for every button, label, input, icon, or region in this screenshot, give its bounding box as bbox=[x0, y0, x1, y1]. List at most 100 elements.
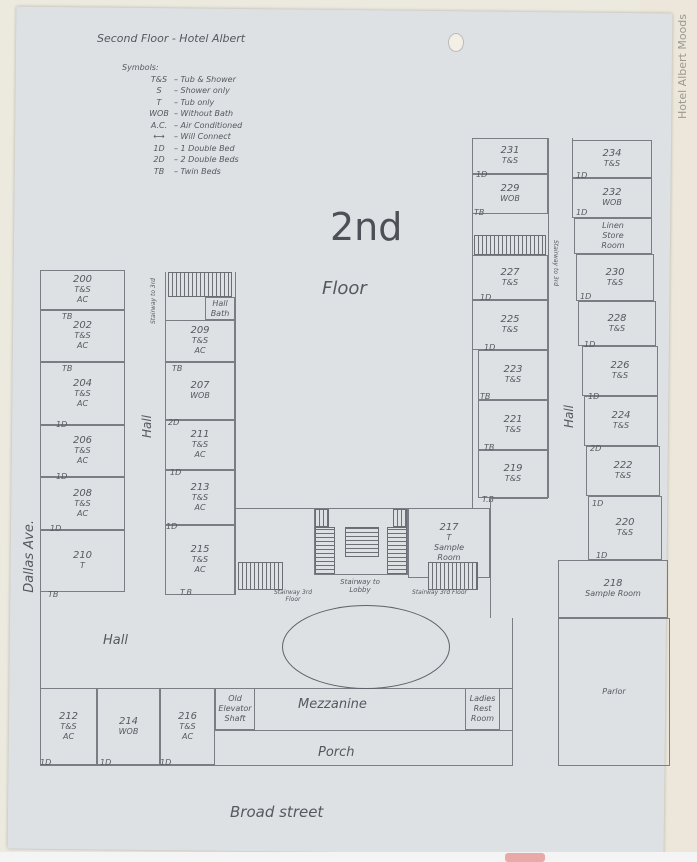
room-feature: Room bbox=[601, 241, 625, 250]
room-number: 229 bbox=[500, 183, 520, 194]
legend-item: ⟷– Will Connect bbox=[144, 131, 242, 143]
legend-meaning: – Tub only bbox=[174, 97, 215, 107]
bed-label: 1D bbox=[592, 499, 604, 508]
room-feature: T&S bbox=[504, 474, 522, 483]
room-feature: Shaft bbox=[224, 714, 246, 723]
room-number: 218 bbox=[603, 578, 623, 589]
room-feature: T&S bbox=[191, 440, 209, 449]
wall bbox=[235, 272, 236, 595]
wall bbox=[215, 730, 512, 731]
room-feature: AC bbox=[194, 502, 206, 512]
bed-label: TB bbox=[474, 208, 485, 217]
stairway-3rd-floor-label-left: Stairway 3rd Floor bbox=[273, 589, 313, 603]
room-feature: Sample Room bbox=[585, 589, 641, 598]
legend-item: 2D– 2 Double Beds bbox=[144, 154, 242, 166]
legend-code: 2D bbox=[153, 155, 165, 164]
bed-label: 1D bbox=[50, 524, 62, 533]
room-number: 207 bbox=[190, 380, 210, 391]
legend-heading: Symbols: bbox=[122, 63, 159, 72]
bed-label: 1D bbox=[160, 758, 172, 767]
legend-code: 1D bbox=[153, 143, 165, 153]
bed-label: 1D bbox=[576, 208, 588, 217]
legend-item: 1D– 1 Double Bed bbox=[144, 143, 242, 155]
wall bbox=[165, 272, 166, 595]
room-number: 213 bbox=[190, 481, 210, 493]
room-feature: T&S bbox=[603, 159, 621, 168]
room-number: 211 bbox=[190, 429, 210, 440]
bed-label: 2D bbox=[590, 444, 602, 453]
room-feature: T&S bbox=[611, 371, 629, 380]
bed-label: TB bbox=[172, 364, 183, 373]
bottom-tab[interactable] bbox=[505, 853, 545, 862]
bed-label: 1D bbox=[476, 170, 488, 179]
sheet-title: Second Floor - Hotel Albert bbox=[97, 32, 246, 45]
room-feature: AC bbox=[194, 450, 206, 459]
legend-code: A.C. bbox=[150, 120, 168, 130]
legend-item: A.C.– Air Conditioned bbox=[144, 120, 242, 132]
room-feature: T&S bbox=[191, 555, 209, 564]
bed-label: 1D bbox=[588, 392, 600, 401]
room-number: 217 bbox=[439, 522, 459, 533]
bed-label: 1D bbox=[480, 293, 492, 302]
room-number: 216 bbox=[177, 710, 198, 722]
stairway-to-lobby-label: Stairway to Lobby bbox=[340, 578, 380, 594]
room-feature: T bbox=[446, 533, 452, 542]
legend-code: T&S bbox=[150, 74, 168, 84]
room-parlor[interactable]: Parlor bbox=[558, 618, 670, 766]
stairway-3rd-floor-left-top bbox=[168, 272, 232, 297]
stairway-3rd-floor-left bbox=[238, 562, 283, 590]
room-feature: Rest bbox=[473, 704, 492, 713]
hall-label-left: Hall bbox=[140, 415, 154, 439]
room-feature: Hall bbox=[212, 298, 228, 308]
room-feature: T&S bbox=[179, 721, 196, 731]
legend-item: TB– Twin Beds bbox=[144, 166, 242, 178]
legend-code: WOB bbox=[149, 109, 169, 118]
legend-item: WOB– Without Bath bbox=[144, 108, 242, 120]
room-number: 230 bbox=[605, 266, 625, 278]
dallas-ave-label: Dallas Ave. bbox=[22, 520, 37, 593]
room-feature: T&S bbox=[191, 336, 209, 345]
bed-label: 1D bbox=[580, 292, 592, 301]
legend-item: T– Tub only bbox=[144, 97, 242, 109]
legend-item: S– Shower only bbox=[144, 85, 242, 97]
bed-label: TB bbox=[484, 443, 495, 452]
wall bbox=[490, 498, 491, 578]
wall bbox=[490, 498, 548, 499]
room-feature: AC bbox=[76, 456, 89, 465]
edge-note: Hotel Albert Moods bbox=[676, 14, 689, 119]
room-number: 202 bbox=[72, 320, 93, 331]
bed-label: TB bbox=[480, 392, 491, 401]
room-feature: WOB bbox=[500, 194, 520, 203]
room-number: 232 bbox=[602, 187, 622, 198]
room-feature: T&S bbox=[504, 425, 522, 434]
room-number: 226 bbox=[610, 360, 630, 371]
